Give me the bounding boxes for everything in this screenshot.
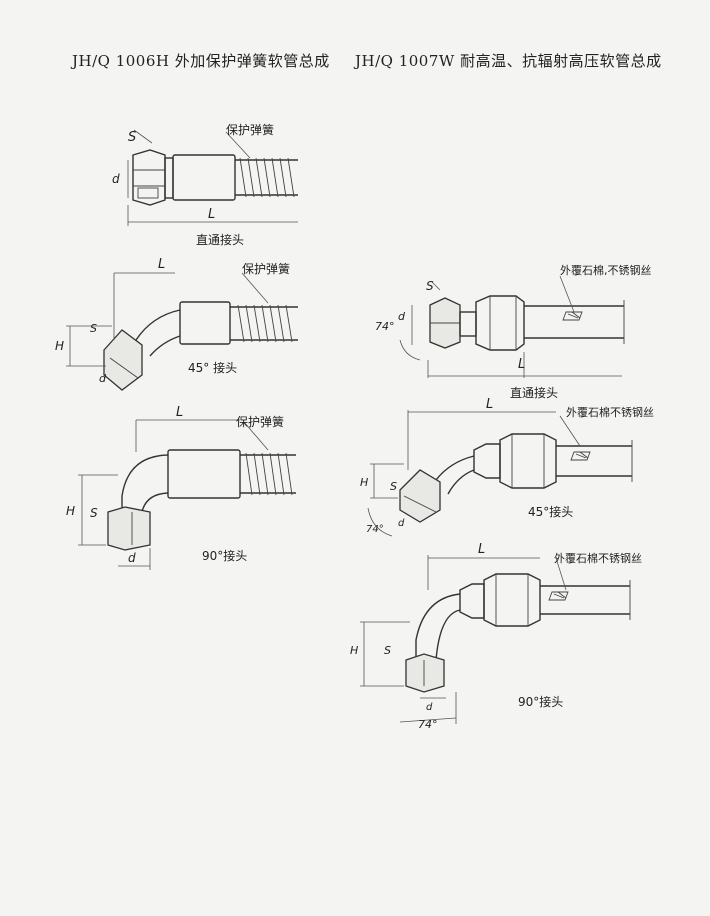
left-fig2-d-label: d	[99, 372, 107, 385]
right-fig1-hose-label: 外覆石棉,不锈钢丝	[560, 263, 652, 277]
left-fig1-l-label: L	[208, 207, 215, 222]
left-fig2-h-label: H	[55, 339, 64, 353]
left-fig3-caption: 90°接头	[202, 548, 247, 563]
left-fig3-h-label: H	[66, 504, 75, 518]
right-fig3-caption: 90°接头	[518, 694, 563, 709]
right-fig1-d-label: d	[398, 310, 406, 323]
right-fig3-angle-label: 74°	[418, 718, 438, 731]
right-fig2-d-label: d	[398, 518, 405, 529]
right-fig1-s-label: S	[426, 279, 434, 293]
left-fig3-s-label: S	[90, 506, 98, 520]
left-fig1-spring-label: 保护弹簧	[226, 122, 274, 137]
left-fig1-d-label: d	[112, 172, 120, 186]
left-fig2-l-label: L	[158, 257, 165, 272]
left-fig3-spring-label: 保护弹簧	[236, 414, 284, 429]
title-right: JH/Q 1007W 耐高温、抗辐射高压软管总成	[355, 52, 662, 70]
right-fig1-l-label: L	[518, 357, 525, 372]
left-fig2-caption: 45° 接头	[188, 360, 237, 375]
left-fig2-45-fitting	[66, 272, 298, 391]
right-fig2-angle-label: 74°	[366, 524, 384, 535]
right-fig3-s-label: S	[384, 644, 391, 657]
right-fig1-caption: 直通接头	[510, 385, 558, 400]
left-fig1-straight-fitting	[127, 129, 298, 226]
right-fig1-straight-fitting	[399, 275, 625, 378]
right-fig3-90-fitting	[360, 555, 631, 724]
right-fig2-s-label: S	[390, 480, 397, 493]
left-fig3-d-label: d	[128, 551, 136, 565]
right-fig2-hose-label: 外覆石棉不锈钢丝	[566, 405, 654, 419]
right-fig3-l-label: L	[478, 542, 485, 557]
right-fig1-angle-label: 74°	[375, 320, 395, 333]
title-left: JH/Q 1006H 外加保护弹簧软管总成	[72, 52, 330, 70]
left-fig2-spring-label: 保护弹簧	[242, 261, 290, 276]
right-fig3-d-label: d	[426, 702, 433, 713]
right-fig3-h-label: H	[350, 644, 358, 657]
left-fig3-90-fitting	[78, 419, 296, 570]
right-fig2-h-label: H	[360, 476, 368, 489]
right-fig3-hose-label: 外覆石棉不锈钢丝	[554, 551, 642, 565]
left-fig2-s-label: S	[90, 322, 97, 335]
right-fig2-caption: 45°接头	[528, 504, 573, 519]
right-fig2-l-label: L	[486, 397, 493, 412]
left-fig3-l-label: L	[176, 405, 183, 420]
right-fig2-45-fitting	[367, 410, 633, 537]
left-fig1-s-label: S	[128, 130, 136, 145]
left-fig1-caption: 直通接头	[196, 232, 244, 247]
